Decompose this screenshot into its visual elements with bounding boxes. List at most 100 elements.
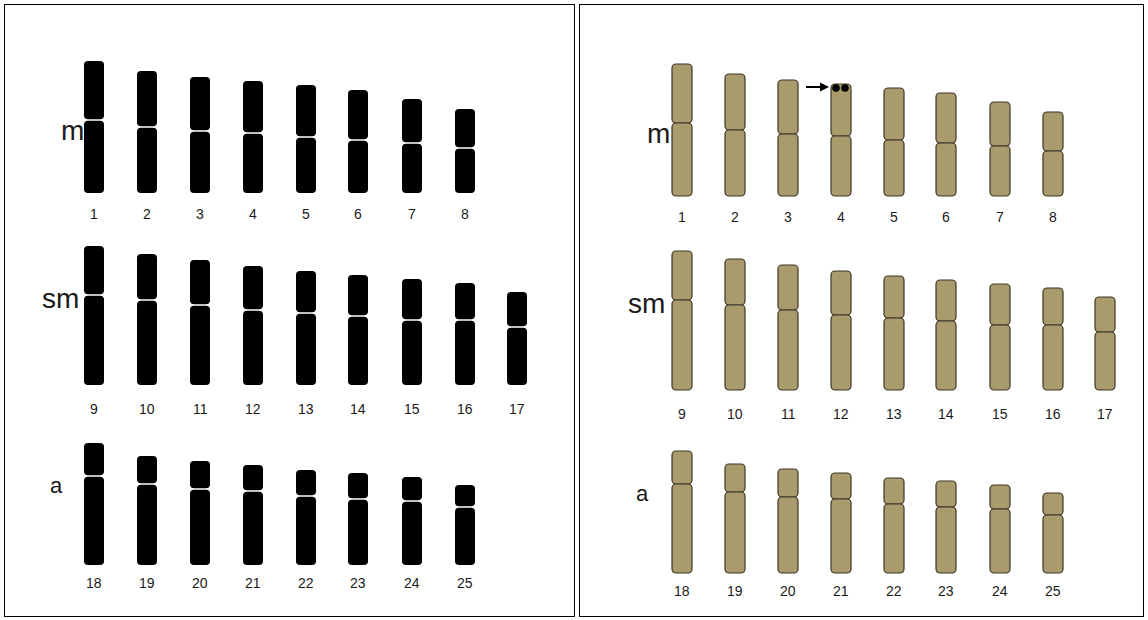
chromosome-number: 1 bbox=[90, 207, 98, 222]
chromosome-arm bbox=[1043, 151, 1063, 196]
chromosome-number: 15 bbox=[404, 402, 420, 417]
arrow-head bbox=[820, 83, 829, 92]
satellite-dot bbox=[841, 84, 849, 92]
chromosome-arm bbox=[672, 451, 692, 484]
chromosome-arm bbox=[243, 266, 263, 309]
chromosome-arm bbox=[296, 497, 316, 565]
chromosome-arm bbox=[243, 492, 263, 565]
chromosome-arm bbox=[190, 461, 210, 488]
chromosome-number: 11 bbox=[193, 402, 208, 417]
chromosome-arm bbox=[137, 301, 157, 385]
chromosome-number: 5 bbox=[890, 210, 898, 225]
chromosome-number: 18 bbox=[86, 576, 102, 591]
chromosome-arm bbox=[778, 497, 798, 573]
chromosome-number: 8 bbox=[461, 207, 469, 222]
chromosome-number: 14 bbox=[938, 407, 954, 422]
chromosome-arm bbox=[778, 80, 798, 134]
chromosome-number: 19 bbox=[727, 584, 743, 599]
chromosome-arm bbox=[455, 283, 475, 319]
chromosome-arm bbox=[84, 246, 104, 294]
chromosome-arm bbox=[884, 318, 904, 390]
chromosome-number: 15 bbox=[992, 407, 1008, 422]
chromosome-arm bbox=[190, 132, 210, 193]
chromosome-number: 13 bbox=[886, 407, 902, 422]
chromosome-arm bbox=[672, 251, 692, 300]
chromosome-number: 7 bbox=[996, 210, 1004, 225]
chromosome-arm bbox=[725, 74, 745, 130]
chromosome-number: 25 bbox=[457, 576, 473, 591]
chromosome-number: 10 bbox=[139, 402, 155, 417]
chromosome-arm bbox=[990, 325, 1010, 390]
chromosome-arm bbox=[137, 71, 157, 126]
chromosome-arm bbox=[672, 64, 692, 123]
chromosome-arm bbox=[1043, 112, 1063, 151]
chromosome-number: 4 bbox=[249, 207, 257, 222]
chromosome-arm bbox=[778, 134, 798, 196]
chromosome-arm bbox=[137, 254, 157, 299]
row-label: m bbox=[647, 119, 670, 150]
chromosome-arm bbox=[672, 484, 692, 573]
chromosome-number: 9 bbox=[90, 402, 98, 417]
chromosome-arm bbox=[348, 317, 368, 385]
chromosome-arm bbox=[455, 109, 475, 147]
chromosome-number: 20 bbox=[192, 576, 208, 591]
chromosome-arm bbox=[243, 311, 263, 385]
chromosome-arm bbox=[348, 90, 368, 139]
satellite-dot bbox=[832, 84, 840, 92]
chromosome-arm bbox=[137, 485, 157, 565]
chromosome-arm bbox=[1043, 325, 1063, 390]
chromosome-arm bbox=[990, 509, 1010, 573]
row-label: a bbox=[636, 482, 648, 506]
chromosome-arm bbox=[884, 88, 904, 140]
chromosome-arm bbox=[455, 321, 475, 385]
chromosome-arm bbox=[402, 321, 422, 385]
chromosome-number: 7 bbox=[408, 207, 416, 222]
chromosome-arm bbox=[455, 508, 475, 565]
pointer-arrow bbox=[806, 86, 822, 88]
panel-border bbox=[5, 5, 575, 617]
chromosome-arm bbox=[84, 443, 104, 475]
chromosome-number: 8 bbox=[1049, 210, 1057, 225]
chromosome-number: 12 bbox=[833, 407, 849, 422]
chromosome-number: 2 bbox=[731, 210, 739, 225]
chromosome-arm bbox=[455, 149, 475, 193]
chromosome-number: 19 bbox=[139, 576, 155, 591]
row-label: a bbox=[50, 474, 62, 498]
chromosome-arm bbox=[778, 310, 798, 390]
chromosome-number: 14 bbox=[350, 402, 366, 417]
chromosome-arm bbox=[296, 85, 316, 136]
chromosome-number: 6 bbox=[354, 207, 362, 222]
chromosome-arm bbox=[1043, 288, 1063, 325]
chromosome-arm bbox=[884, 276, 904, 318]
chromosome-number: 20 bbox=[780, 584, 796, 599]
chromosome-number: 5 bbox=[302, 207, 310, 222]
chromosome-arm bbox=[1095, 332, 1115, 390]
chromosome-arm bbox=[884, 140, 904, 196]
chromosome-arm bbox=[402, 279, 422, 319]
chromosome-number: 2 bbox=[143, 207, 151, 222]
panel-border bbox=[580, 5, 1144, 617]
chromosome-number: 16 bbox=[1045, 407, 1061, 422]
chromosome-arm bbox=[990, 485, 1010, 509]
chromosome-arm bbox=[296, 138, 316, 193]
chromosome-arm bbox=[402, 502, 422, 565]
chromosome-arm bbox=[1043, 493, 1063, 515]
chromosome-arm bbox=[936, 507, 956, 573]
chromosome-arm bbox=[402, 144, 422, 193]
chromosome-arm bbox=[296, 314, 316, 385]
chromosome-arm bbox=[936, 143, 956, 196]
chromosome-number: 24 bbox=[992, 584, 1008, 599]
chromosome-arm bbox=[348, 473, 368, 498]
chromosome-number: 21 bbox=[833, 584, 849, 599]
chromosome-arm bbox=[507, 328, 527, 385]
chromosome-arm bbox=[190, 77, 210, 130]
chromosome-arm bbox=[84, 477, 104, 565]
chromosome-number: 23 bbox=[350, 576, 366, 591]
chromosome-arm bbox=[296, 470, 316, 495]
chromosome-number: 4 bbox=[837, 210, 845, 225]
chromosome-arm bbox=[936, 481, 956, 507]
chromosome-arm bbox=[348, 141, 368, 193]
chromosome-number: 10 bbox=[727, 407, 743, 422]
chromosome-arm bbox=[243, 134, 263, 193]
